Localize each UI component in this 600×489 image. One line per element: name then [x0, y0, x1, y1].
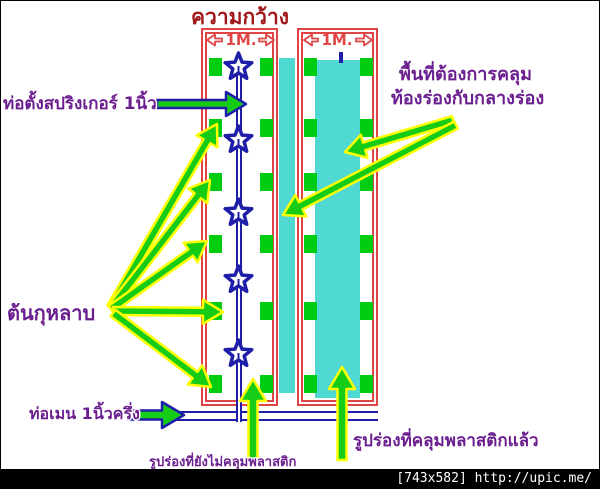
rose-plant-marker — [260, 119, 273, 137]
main-pipe-line — [169, 411, 378, 421]
coverage-area-line2: ท้องร่องกับกลางร่อง — [391, 88, 545, 110]
rose-plant-marker — [209, 235, 222, 253]
rose-plant-marker — [260, 58, 273, 76]
rose-pointer-arrow — [109, 308, 213, 389]
rose-plant-marker — [304, 119, 317, 137]
coverage-area-line1: พื้นที่ต้องการคลุม — [399, 64, 532, 85]
diagram-title: ความกว้าง — [190, 5, 290, 29]
rose-plant-marker — [360, 119, 373, 137]
measure-1m-left: 1M. — [225, 31, 257, 49]
rose-plant-marker — [209, 119, 222, 137]
covered-row-box-inner — [301, 32, 374, 402]
rose-plant-marker — [260, 375, 273, 393]
covered-row-label: รูปร่องที่คลุมพลาสติกแล้ว — [353, 431, 539, 451]
rose-plant-marker — [209, 58, 222, 76]
rose-plant-marker — [360, 235, 373, 253]
rose-pointer-arrow — [106, 178, 212, 312]
sprinkler-riser-pipe — [236, 57, 242, 422]
rose-plant-marker — [304, 235, 317, 253]
measure-1m-right: 1M. — [321, 31, 353, 49]
rose-plant-marker — [360, 173, 373, 191]
watermark-bar: [743x582] http://upic.me/ — [1, 469, 599, 488]
rose-plant-marker — [360, 375, 373, 393]
rose-plant-marker — [209, 375, 222, 393]
rose-plant-marker — [209, 173, 222, 191]
rose-plant-marker — [360, 58, 373, 76]
rose-plant-marker — [304, 58, 317, 76]
rose-plants-label: ต้นกุหลาบ — [7, 301, 96, 325]
rose-plant-marker — [260, 302, 273, 320]
coverage-area-label: พื้นที่ต้องการคลุม ท้องร่องกับกลางร่อง — [391, 63, 544, 112]
rose-plant-marker — [209, 302, 222, 320]
rose-plant-marker — [260, 173, 273, 191]
main-pipe-label: ท่อเมน 1นิ้วครึ่ง — [29, 404, 140, 423]
rose-plant-marker — [304, 302, 317, 320]
covered-row-riser-top — [339, 52, 343, 63]
rose-plant-marker — [360, 302, 373, 320]
sprinkler-pipe-label: ท่อตั้งสปริงเกอร์ 1นิ้ว — [3, 94, 157, 114]
furrow-bottom-cover-area — [279, 58, 295, 393]
watermark-text: [743x582] http://upic.me/ — [396, 471, 592, 486]
rose-plant-marker — [304, 173, 317, 191]
rose-pointer-arrow — [107, 239, 209, 314]
rose-plant-marker — [260, 235, 273, 253]
rose-plant-marker — [304, 375, 317, 393]
